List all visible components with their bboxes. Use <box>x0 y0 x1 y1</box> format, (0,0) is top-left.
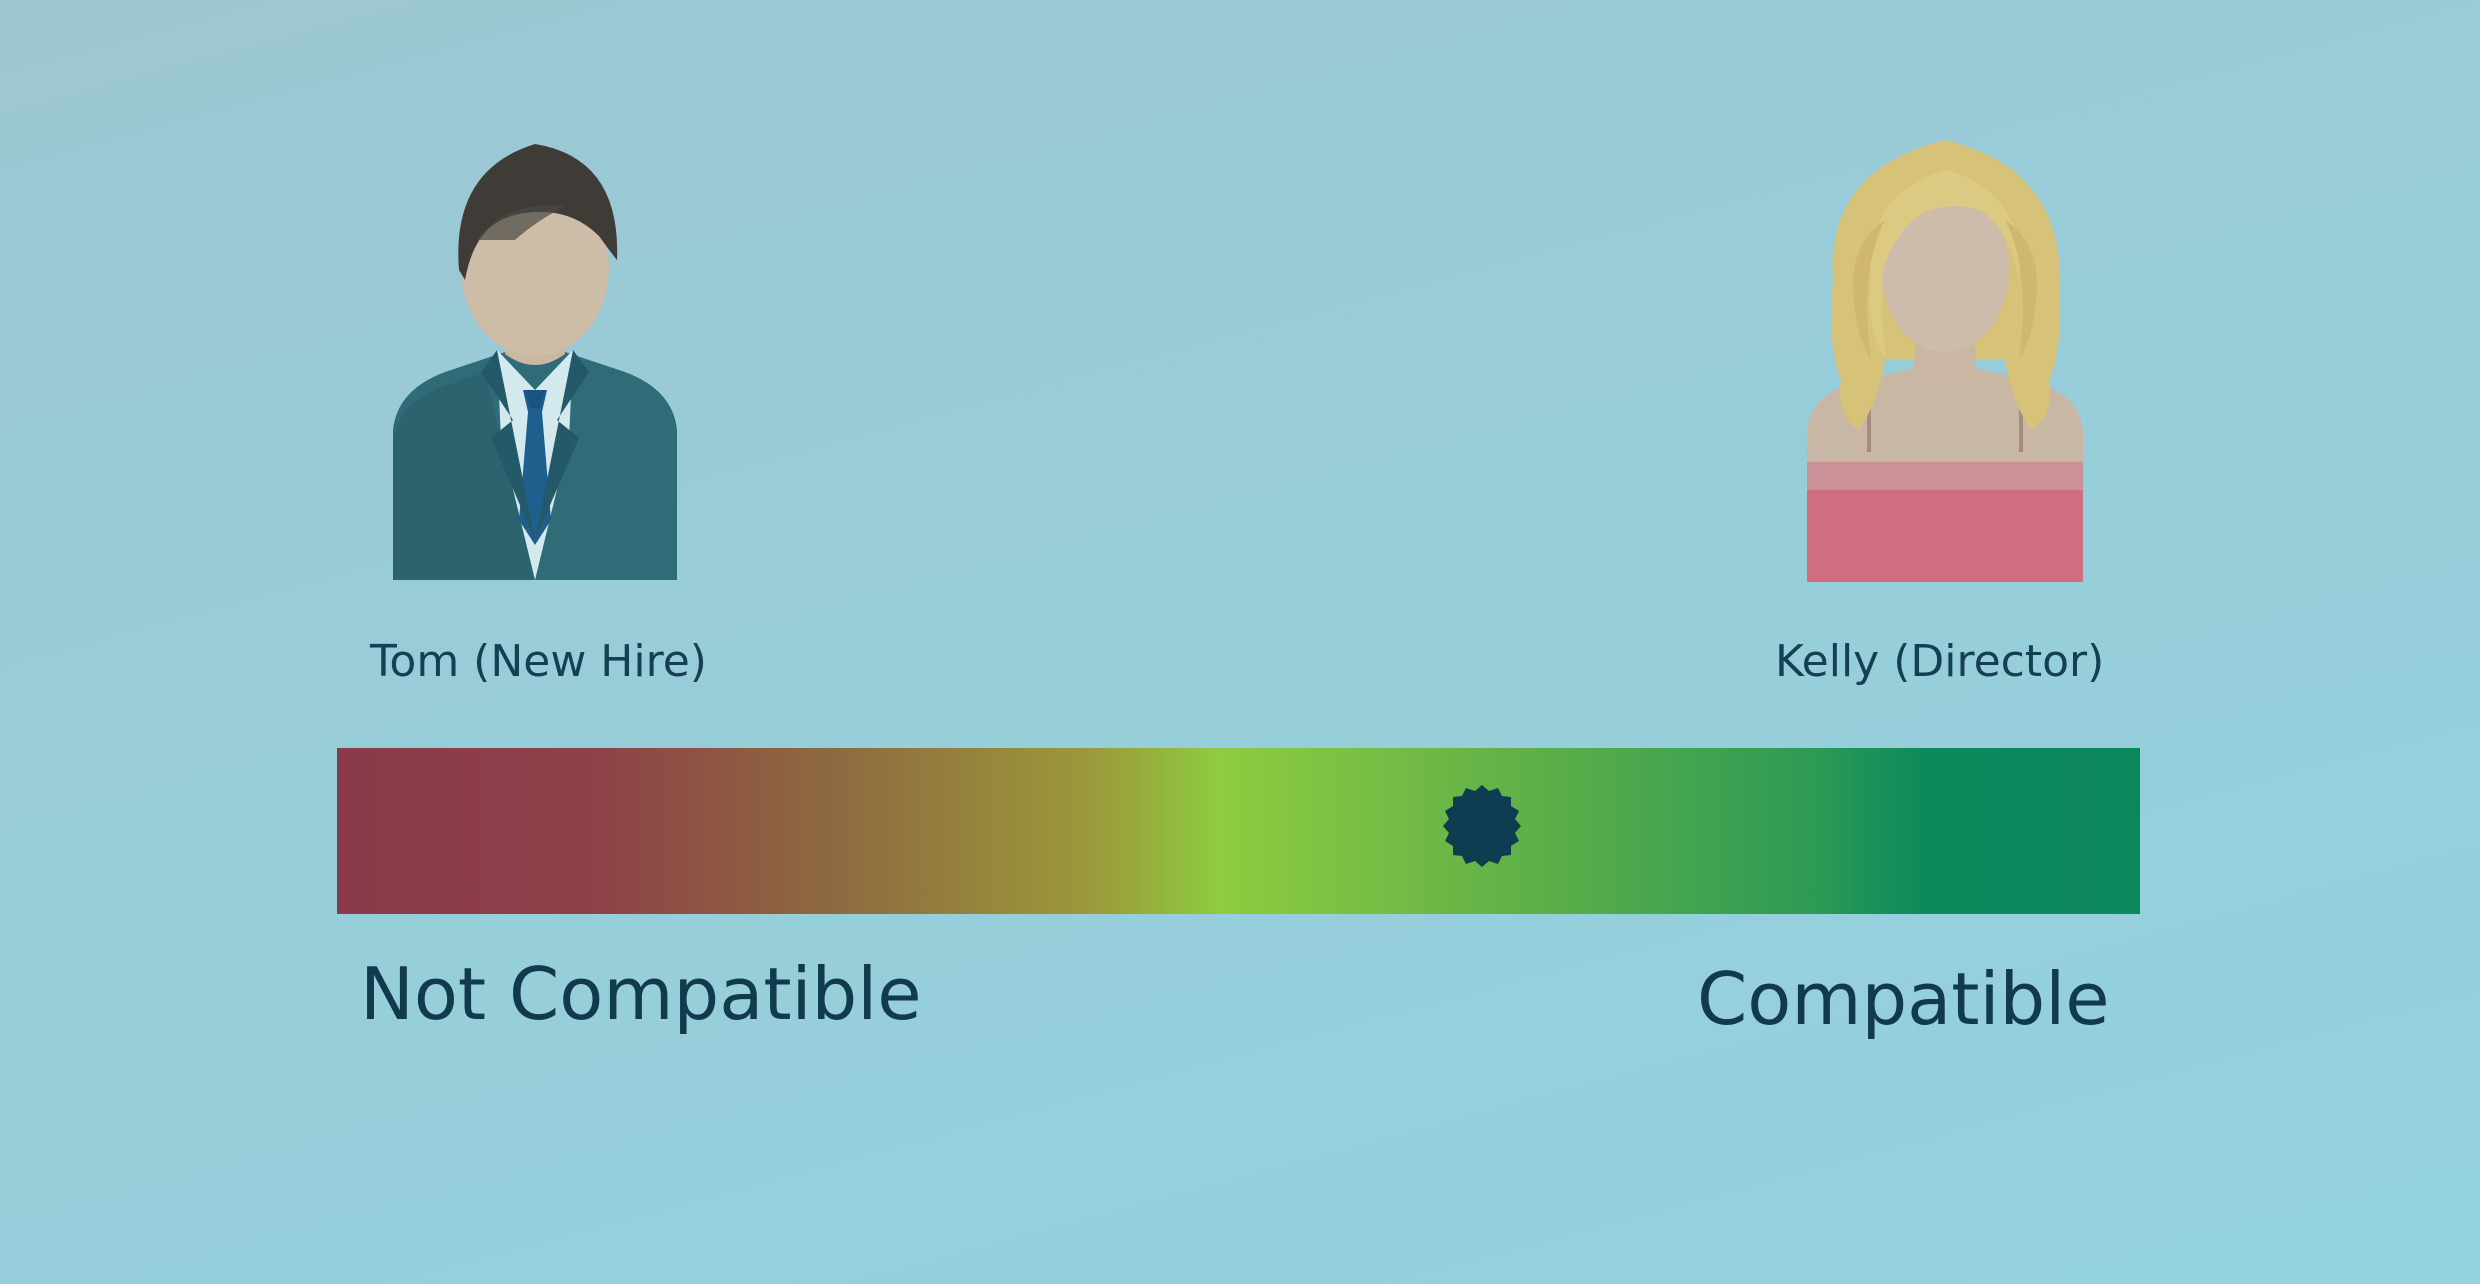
person-label-kelly: Kelly (Director) <box>1775 636 2105 687</box>
person-label-tom: Tom (New Hire) <box>370 636 707 687</box>
male-person-icon <box>385 140 685 580</box>
female-person-icon <box>1805 130 2085 582</box>
not-compatible-label: Not Compatible <box>360 952 922 1036</box>
compatibility-scale-bar <box>337 748 2140 914</box>
compatible-label: Compatible <box>1697 957 2110 1041</box>
compatibility-marker <box>1437 781 1527 871</box>
